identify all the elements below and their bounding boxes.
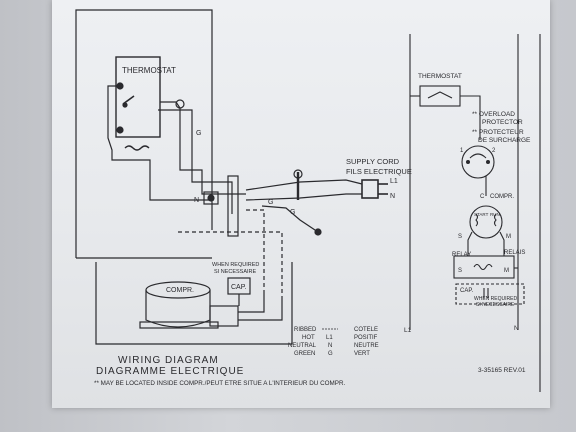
neutral-connector-screw [207,194,215,202]
thermostat-box [115,56,161,138]
cord-clamp-head [293,169,303,179]
supply-cord-label-en: SUPPLY CORD [346,157,400,166]
schem-thermostat-switch [427,91,453,99]
schem-thermostat-label: THERMOSTAT [418,73,462,80]
legend-neutral-en: NEUTRAL [288,343,317,349]
ground-letter-3: G [290,209,295,216]
relay-en: RELAY [452,252,471,258]
title-en: WIRING DIAGRAM [118,355,219,366]
schem-thermostat-box [419,85,461,107]
relay-m: M [504,268,509,274]
start-winding-label: START [474,212,489,217]
legend-hot-fr: POSITIF [354,335,378,341]
footnote: ** MAY BE LOCATED INSIDE COMPR./PEUT ETR… [94,380,346,387]
supply-cord-wire-top [245,179,363,191]
when-required-en: WHEN REQUIRED [212,262,259,268]
overload-fr-2: DE SURCHARGE [478,137,531,144]
schem-n-label: N [514,325,519,332]
compressor-base [139,321,219,329]
wire-legend: RIBBED COTELE HOT L1 POSITIF NEUTRAL N N… [288,327,379,357]
schem-compr-c: C [480,194,485,200]
run-winding-label: RUN [490,212,500,217]
right-schematic [409,34,541,392]
thermostat-label: THERMOSTAT [122,66,176,75]
neutral-letter: N [194,197,199,204]
neutral-connector [203,191,219,205]
schem-wire-s [467,231,473,256]
schem-compr-m: M [506,234,511,240]
compressor-label: COMPR. [166,287,194,294]
legend-green-code: G [328,351,333,357]
left-pictorial-diagram [75,9,388,345]
wire-thermostat-white [160,101,246,195]
compressor-shell-body [145,290,211,328]
plug-body [361,179,379,199]
relay-box [453,255,515,279]
compressor-terminal-box [209,305,239,327]
wire-connector-block [227,175,239,237]
legend-row-hot: HOT L1 POSITIF [302,335,378,341]
legend-hot-code: L1 [326,335,333,341]
schem-wire-m [499,231,505,256]
legend-neutral-fr: NEUTRE [354,343,379,349]
legend-ribbed-en: RIBBED [294,327,317,333]
relay-fr: RELAIS [504,250,525,256]
legend-ribbed-fr: COTELE [354,327,378,333]
legend-green-fr: VERT [354,351,370,357]
legend-neutral-code: N [328,343,332,349]
relay-s: S [458,268,462,274]
start-winding-coil [475,213,479,227]
compressor-lead-2 [238,296,283,321]
when-required-fr: SI NECESSAIRE [214,269,257,275]
wire-thermostat-black [107,85,214,201]
op-pin-2: 2 [492,148,496,154]
thermostat-pivot [122,102,128,108]
overload-protector [461,145,495,179]
cabinet-outline [75,9,213,258]
legend-hot-en: HOT [302,335,315,341]
overload-element [469,153,487,159]
thermostat-terminal-bottom [116,126,124,134]
schem-when-required-en: WHEN REQUIRED [474,296,517,302]
thermostat-coil [124,145,150,151]
wiring-diagram-sheet [52,0,550,408]
schem-l1-label: L1 [404,327,412,334]
wire-thermostat-ground [158,109,233,214]
overload-en-2: PROTECTOR [482,119,523,126]
machine-compartment-outline [95,262,293,345]
legend-row-neutral: NEUTRAL N NEUTRE [288,343,379,349]
title-fr: DIAGRAMME ELECTRIQUE [96,366,244,377]
compressor-lead-1 [238,290,265,313]
schem-wire-thermostat-op [460,95,481,140]
schem-cap-label: CAP. [460,288,474,294]
ground-lug [314,228,322,236]
plug-l1-label: L1 [390,178,398,185]
legend-row-ribbed: RIBBED COTELE [294,327,378,333]
op-terminal-2 [486,160,490,164]
schem-when-required-fr: SI NECESSAIRE [476,302,515,308]
op-terminal-1 [466,160,470,164]
schem-compr-label: COMPR. [490,194,514,200]
op-pin-1: 1 [460,148,464,154]
supply-cord-label-fr: FILS ELECTRIQUE [346,167,412,176]
schem-capacitor-box [455,283,525,305]
dashed-harness-2 [246,209,265,290]
ground-letter-1: G [196,130,201,137]
plug-n-label: N [390,193,395,200]
ground-lead [261,205,319,233]
schem-compressor-circle [469,205,503,239]
part-number: 3-35165 REV.01 [478,367,526,374]
legend-green-en: GREEN [294,351,315,357]
capacitor-label: CAP. [231,284,246,291]
thermostat-link-loop [175,99,185,109]
overload-fr: ** PROTECTEUR [472,129,524,136]
legend-row-green: GREEN G VERT [294,351,370,357]
overload-en: ** OVERLOAD [472,111,515,118]
supply-cord-wire-bottom [245,193,362,201]
relay-coil [473,263,493,271]
run-winding-coil [493,213,497,227]
schem-compr-s: S [458,234,462,240]
ground-letter-2: G [268,199,273,206]
